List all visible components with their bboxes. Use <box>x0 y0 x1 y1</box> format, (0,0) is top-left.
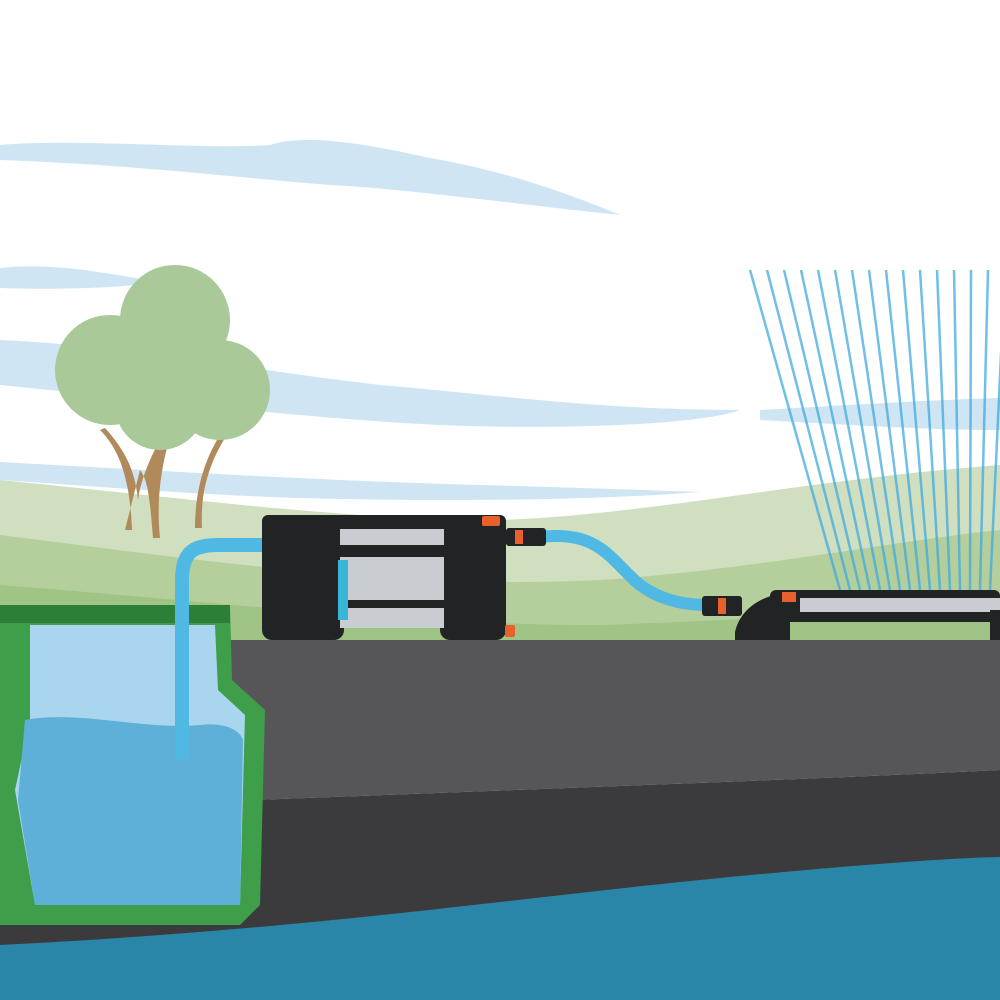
spray-jet <box>935 269 952 591</box>
water-tank <box>0 605 265 925</box>
spray-jet <box>867 269 912 591</box>
spray-jet <box>968 269 973 591</box>
hose-connectors <box>506 528 742 616</box>
spray-jet <box>978 269 990 591</box>
garden-pump <box>262 515 515 640</box>
garden-hose <box>539 529 711 611</box>
spray-jet <box>988 349 1000 591</box>
spray-jet <box>782 269 862 591</box>
water-spray <box>748 269 1000 591</box>
spray-jet <box>884 269 922 591</box>
spray-jet <box>765 269 852 591</box>
tree <box>55 265 270 538</box>
spray-jet <box>816 269 882 591</box>
oscillating-sprinkler <box>735 590 1000 640</box>
spray-jet <box>918 269 942 591</box>
spray-jet <box>748 269 842 591</box>
spray-jet <box>833 269 892 591</box>
spray-jet <box>799 269 872 591</box>
groundwater <box>0 857 1000 1000</box>
suction-pipe <box>175 538 265 760</box>
spray-jet <box>952 269 962 591</box>
spray-jet <box>901 269 932 591</box>
spray-jet <box>850 269 902 591</box>
